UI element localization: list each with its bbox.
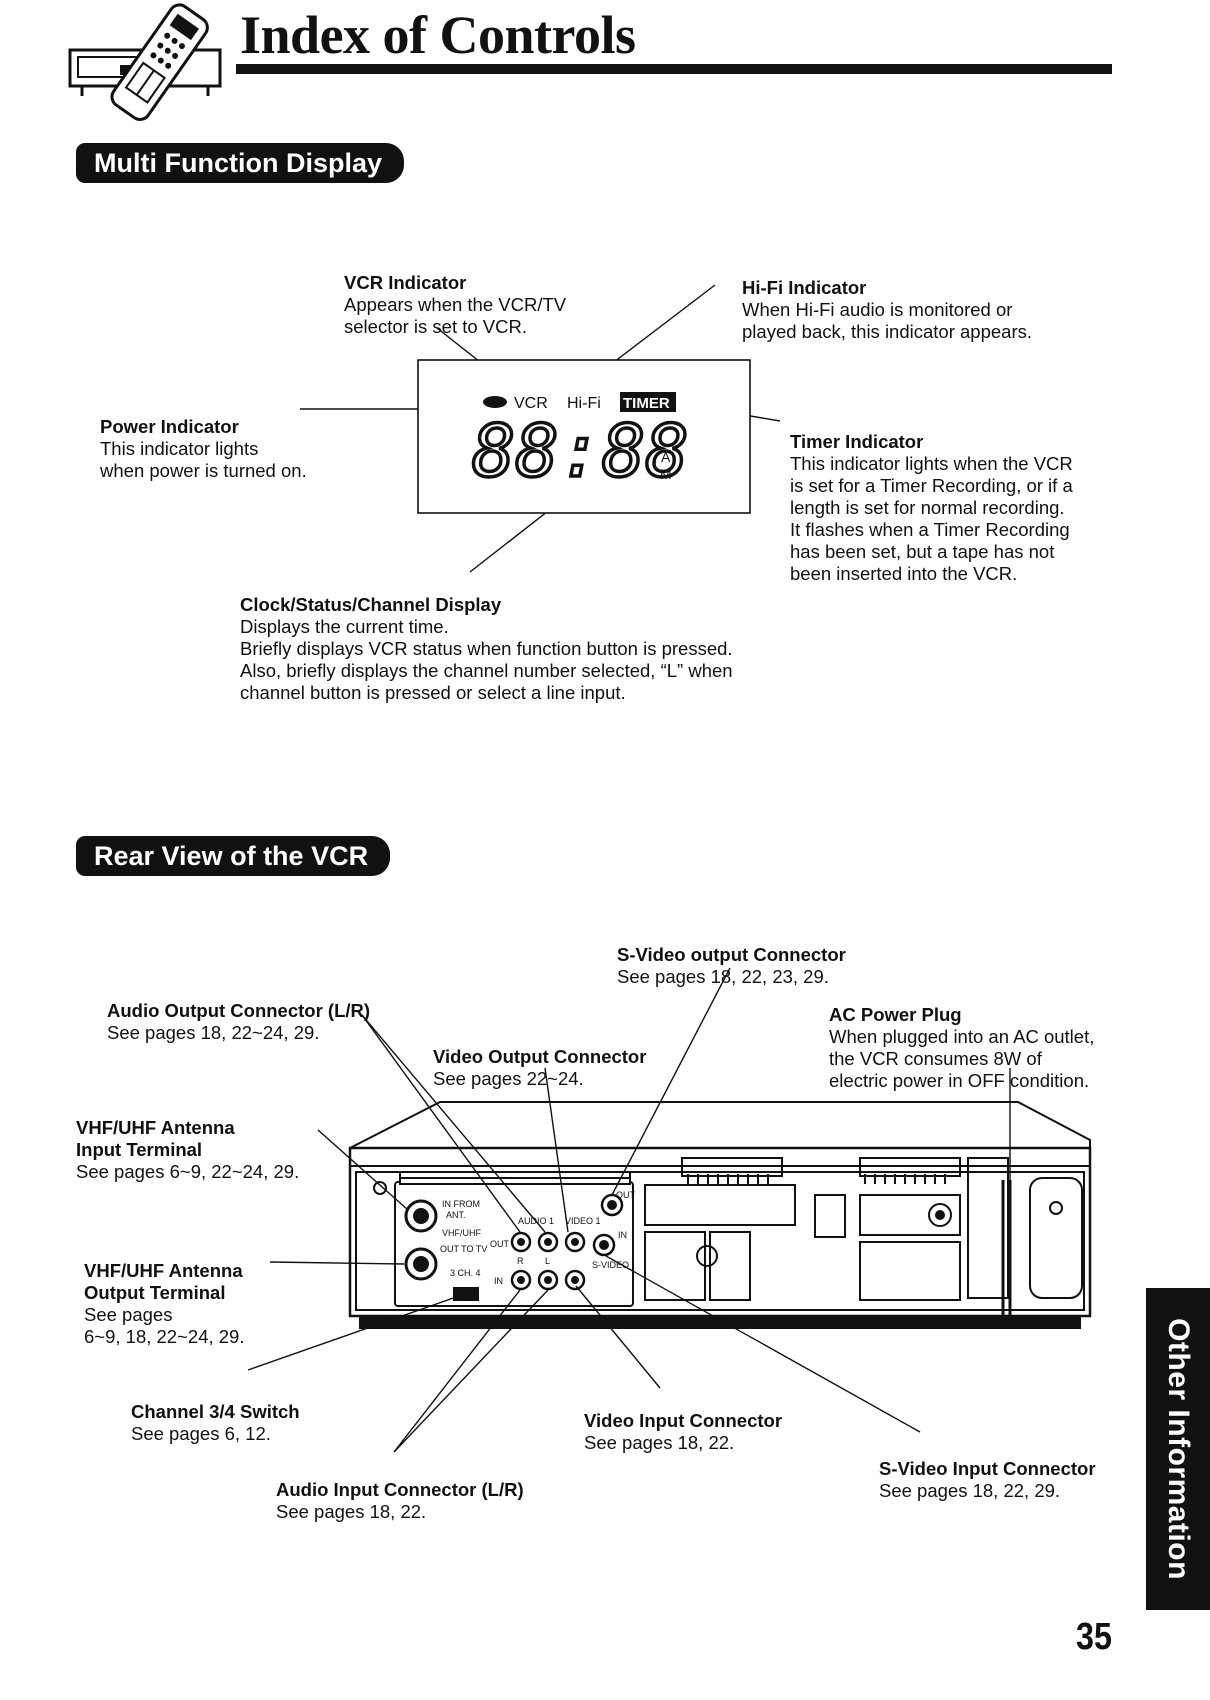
power-indicator-text: This indicator lights when power is turn… [100,438,307,481]
video-out-title: Video Output Connector [433,1046,647,1067]
panel-label-out-to-tv: OUT TO TV [440,1244,487,1254]
page-title: Index of Controls [240,5,636,65]
lcd-hifi-text: Hi-Fi [567,395,601,412]
power-indicator-lamp [483,396,507,408]
video-in-title: Video Input Connector [584,1410,783,1431]
panel-label-r: R [517,1256,524,1266]
audio-in-text: See pages 18, 22. [276,1501,427,1522]
timer-indicator-title: Timer Indicator [790,431,924,452]
audio-out-label: Audio Output Connector (L/R)See pages 18… [107,978,370,1044]
panel-label-in-from-ant: IN FROM [442,1199,480,1209]
lcd-vcr-text: VCR [514,395,548,412]
panel-label-in: IN [494,1276,503,1286]
antenna-in-title: VHF/UHF Antenna Input Terminal [76,1117,235,1160]
panel-label-l: L [545,1256,550,1266]
ac-plug-text: When plugged into an AC outlet, the VCR … [829,1026,1095,1091]
panel-label-svideo-in: IN [618,1230,627,1240]
section-heading-multi-function-display: Multi Function Display [76,143,404,183]
audio-in-title: Audio Input Connector (L/R) [276,1479,524,1500]
panel-label-svideo: S-VIDEO [592,1260,629,1270]
svideo-out-text: See pages 18, 22, 23, 29. [617,966,829,987]
ac-plug-title: AC Power Plug [829,1004,962,1025]
hifi-indicator-text: When Hi-Fi audio is monitored or played … [742,299,1033,342]
antenna-in-text: See pages 6~9, 22~24, 29. [76,1161,300,1182]
lcd-pm: M [660,466,672,482]
svideo-in-text: See pages 18, 22, 29. [879,1480,1061,1501]
clock-display-text: Displays the current time. Briefly displ… [240,616,733,703]
lcd-timer-text: TIMER [623,395,670,412]
panel-label-video: VIDEO 1 [565,1216,601,1226]
power-indicator-title: Power Indicator [100,416,239,437]
panel-label-ch34: 3 CH. 4 [450,1268,481,1278]
lcd-timer-box [620,392,676,412]
svideo-out-title: S-Video output Connector [617,944,846,965]
timer-indicator-text: This indicator lights when the VCR is se… [790,453,1073,584]
page-number: 35 [1076,1616,1112,1658]
ch-switch-text: See pages 6, 12. [131,1423,271,1444]
audio-in-label: Audio Input Connector (L/R)See pages 18,… [276,1457,524,1523]
side-tab-label: Other Information [1162,1318,1195,1580]
panel-label-svideo-out: OUT [616,1190,636,1200]
audio-out-title: Audio Output Connector (L/R) [107,1000,371,1021]
hifi-indicator-title: Hi-Fi Indicator [742,277,867,298]
panel-label-vhf-uhf: VHF/UHF [442,1228,481,1238]
antenna-out-title: VHF/UHF Antenna Output Terminal [84,1260,243,1303]
title-rule [236,64,1112,74]
clock-display-title: Clock/Status/Channel Display [240,594,502,615]
svideo-in-title: S-Video Input Connector [879,1458,1096,1479]
remote-and-vcr-icon [68,3,222,121]
lcd-am: A [661,449,671,465]
panel-label-out: OUT [490,1239,510,1249]
panel-label-ant: ANT. [446,1210,466,1220]
antenna-out-text: See pages 6~9, 18, 22~24, 29. [84,1304,245,1347]
side-tab-other-information: Other Information [1146,1288,1210,1610]
section-heading-rear-view: Rear View of the VCR [76,836,391,876]
video-in-text: See pages 18, 22. [584,1432,735,1453]
vcr-indicator-text: Appears when the VCR/TV selector is set … [344,294,567,337]
video-out-text: See pages 22~24. [433,1068,584,1089]
audio-out-text: See pages 18, 22~24, 29. [107,1022,320,1043]
ch-switch-title: Channel 3/4 Switch [131,1401,300,1422]
lcd-digits: 88:88 [472,409,689,493]
vcr-indicator-title: VCR Indicator [344,272,467,293]
